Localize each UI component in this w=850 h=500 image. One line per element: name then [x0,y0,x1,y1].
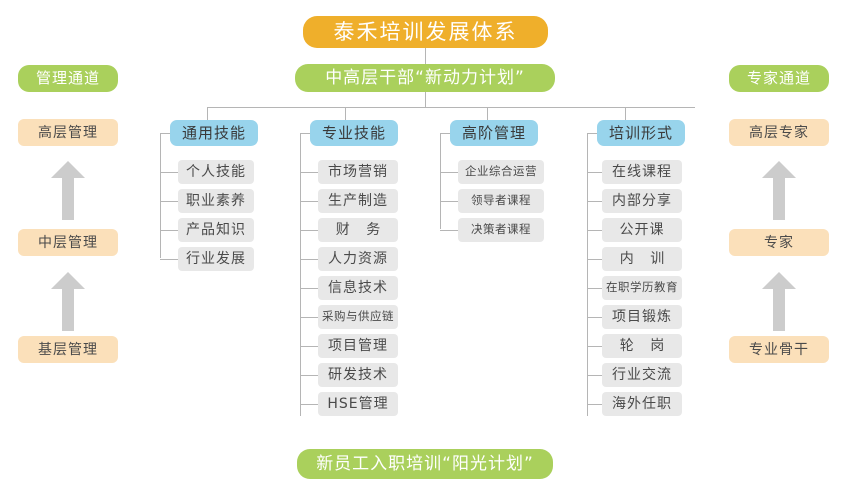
connector-1-8 [300,404,318,405]
connector-trunk-2 [440,133,441,229]
column-1-item-7[interactable]: 研发技术 [318,363,398,387]
left-track-level-2[interactable]: 基层管理 [18,336,118,363]
column-0-item-2[interactable]: 产品知识 [178,218,254,242]
left-track-level-0[interactable]: 高层管理 [18,119,118,146]
connector-1-0 [300,172,318,173]
connector-bus-drop-1 [207,107,208,120]
connector-bus [207,107,695,108]
connector-1-7 [300,375,318,376]
connector-title-to-subtitle [425,48,426,64]
column-3-item-0[interactable]: 在线课程 [602,160,682,184]
column-3-item-7[interactable]: 行业交流 [602,363,682,387]
column-0-item-1[interactable]: 职业素养 [178,189,254,213]
column-3-item-3[interactable]: 内 训 [602,247,682,271]
connector-0-3 [160,259,178,260]
connector-2-2 [440,230,458,231]
column-3-item-8[interactable]: 海外任职 [602,392,682,416]
column-2-item-1[interactable]: 领导者课程 [458,189,544,213]
connector-bus-drop-4 [625,107,626,120]
connector-3-6 [587,346,602,347]
connector-3-2 [587,230,602,231]
right-track-level-2[interactable]: 专业骨干 [729,336,829,363]
connector-trunk-0 [160,133,161,258]
connector-3-0 [587,172,602,173]
diagram-footer-banner: 新员工入职培训“阳光计划” [297,449,553,479]
column-3-item-1[interactable]: 内部分享 [602,189,682,213]
connector-3-5 [587,317,602,318]
connector-header-stub-3 [587,133,597,134]
connector-bus-drop-3 [487,107,488,120]
connector-3-4 [587,288,602,289]
connector-1-3 [300,259,318,260]
connector-header-stub-0 [160,133,170,134]
column-header-2[interactable]: 高阶管理 [450,120,538,146]
column-3-item-2[interactable]: 公开课 [602,218,682,242]
connector-0-1 [160,201,178,202]
connector-3-7 [587,375,602,376]
column-2-item-0[interactable]: 企业综合运营 [458,160,544,184]
connector-trunk-3 [587,133,588,416]
connector-header-stub-2 [440,133,450,134]
column-1-item-2[interactable]: 财 务 [318,218,398,242]
column-1-item-3[interactable]: 人力资源 [318,247,398,271]
right-track-header[interactable]: 专家通道 [729,65,829,92]
connector-1-4 [300,288,318,289]
connector-3-1 [587,201,602,202]
column-3-item-4[interactable]: 在职学历教育 [602,276,682,300]
connector-3-3 [587,259,602,260]
connector-1-2 [300,230,318,231]
connector-2-1 [440,201,458,202]
left-track-header[interactable]: 管理通道 [18,65,118,92]
connector-3-8 [587,404,602,405]
column-3-item-5[interactable]: 项目锻炼 [602,305,682,329]
column-1-item-6[interactable]: 项目管理 [318,334,398,358]
connector-trunk-1 [300,133,301,416]
column-3-item-6[interactable]: 轮 岗 [602,334,682,358]
right-track-level-0[interactable]: 高层专家 [729,119,829,146]
connector-subtitle-drop [425,92,426,107]
left-track-level-1[interactable]: 中层管理 [18,229,118,256]
column-1-item-8[interactable]: HSE管理 [318,392,398,416]
column-header-0[interactable]: 通用技能 [170,120,258,146]
right-track-level-1[interactable]: 专家 [729,229,829,256]
connector-header-stub-1 [300,133,310,134]
column-1-item-1[interactable]: 生产制造 [318,189,398,213]
connector-bus-drop-2 [345,107,346,120]
column-2-item-2[interactable]: 决策者课程 [458,218,544,242]
connector-1-6 [300,346,318,347]
diagram-subtitle-banner: 中高层干部“新动力计划” [295,64,555,92]
connector-0-2 [160,230,178,231]
column-1-item-4[interactable]: 信息技术 [318,276,398,300]
connector-1-1 [300,201,318,202]
column-0-item-3[interactable]: 行业发展 [178,247,254,271]
connector-1-5 [300,317,318,318]
column-1-item-0[interactable]: 市场营销 [318,160,398,184]
diagram-title-banner: 泰禾培训发展体系 [303,16,548,48]
column-0-item-0[interactable]: 个人技能 [178,160,254,184]
column-1-item-5[interactable]: 采购与供应链 [318,305,398,329]
connector-2-0 [440,172,458,173]
column-header-1[interactable]: 专业技能 [310,120,398,146]
column-header-3[interactable]: 培训形式 [597,120,685,146]
connector-0-0 [160,172,178,173]
